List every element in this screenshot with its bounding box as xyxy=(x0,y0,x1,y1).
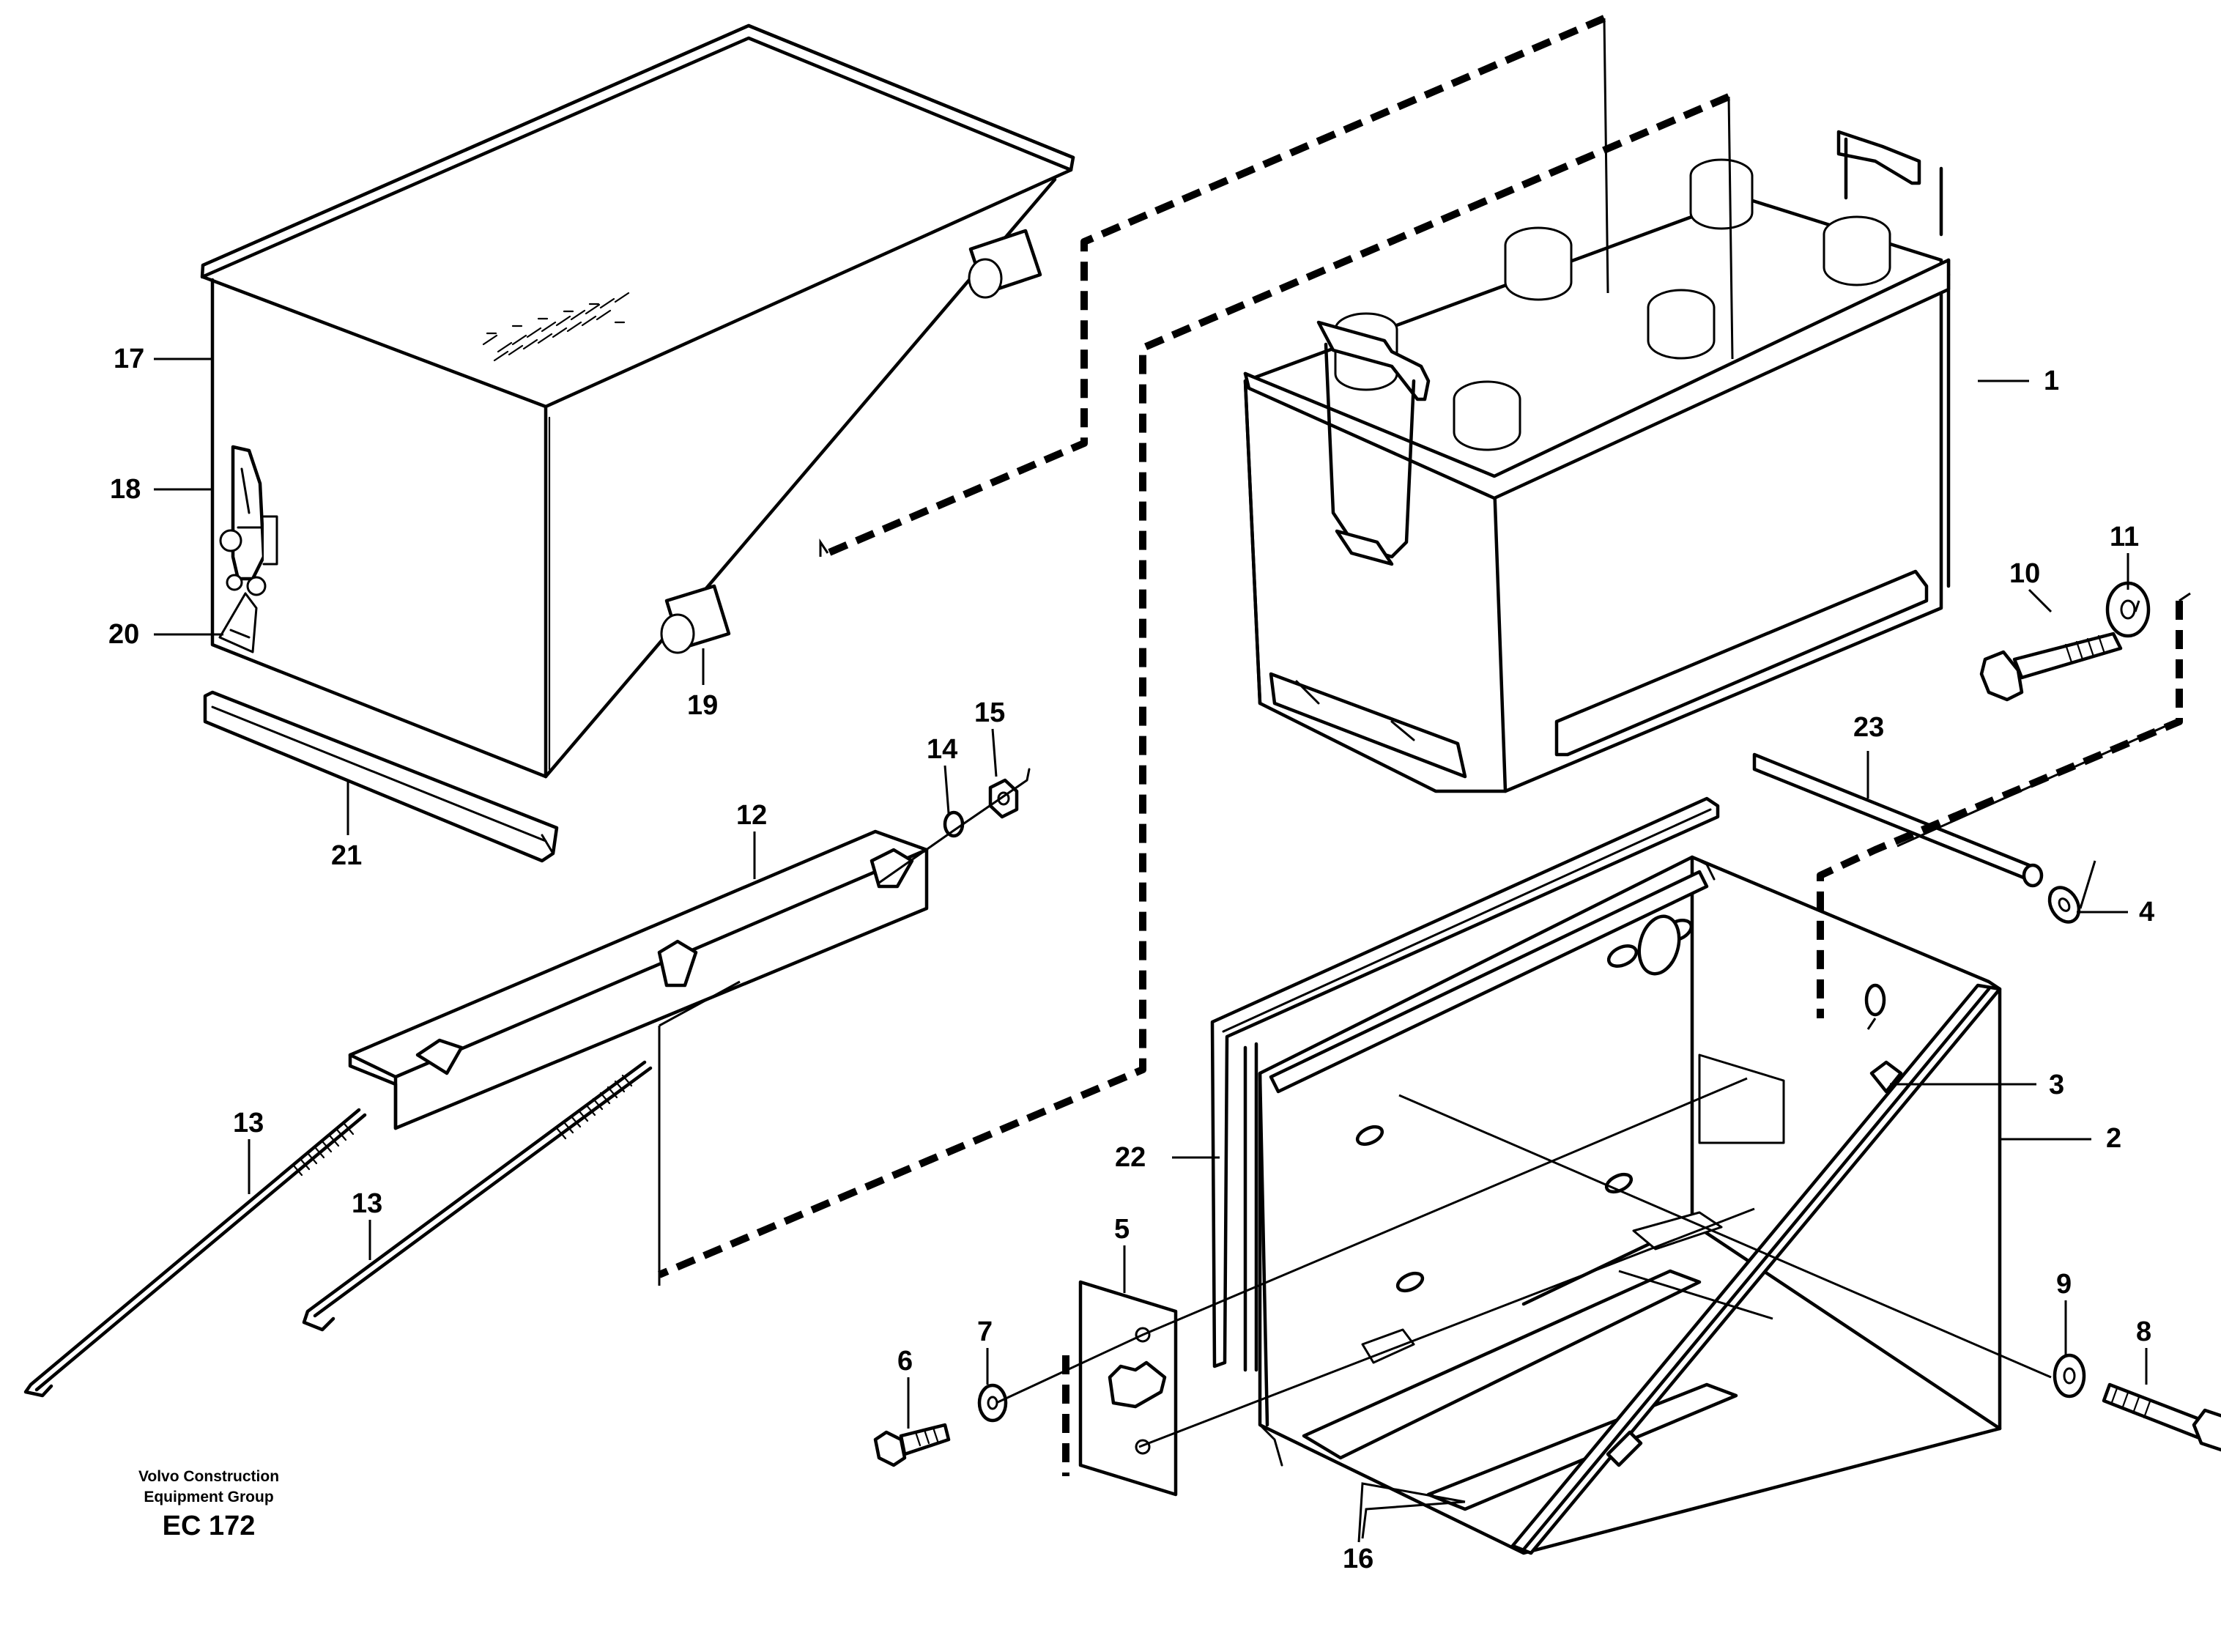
callout-4: 4 xyxy=(2139,897,2154,927)
battery-tray xyxy=(1258,855,2002,1555)
tray-strap-3 xyxy=(1510,983,2002,1555)
tray-gasket-22 xyxy=(1210,796,1720,1372)
callout-21: 21 xyxy=(331,840,362,871)
callout-17: 17 xyxy=(114,344,144,374)
callout-15: 15 xyxy=(974,697,1005,728)
washer-14 xyxy=(943,810,965,838)
lid-hinge-lower xyxy=(660,584,731,654)
tie-rod-13-left xyxy=(23,1108,367,1398)
callout-9: 9 xyxy=(2056,1269,2072,1300)
callout-7: 7 xyxy=(977,1316,993,1347)
assembly-lines xyxy=(658,15,2191,1476)
callout-2: 2 xyxy=(2106,1123,2121,1154)
callout-23: 23 xyxy=(1853,712,1884,743)
callout-22: 22 xyxy=(1115,1142,1146,1173)
bolt-8 xyxy=(2102,1382,2221,1452)
callout-14: 14 xyxy=(927,734,957,765)
footer-company-line2: Equipment Group xyxy=(144,1489,273,1505)
bolt-6 xyxy=(873,1423,951,1467)
nut-15 xyxy=(988,778,1019,819)
callout-3: 3 xyxy=(2049,1070,2064,1100)
callout-18: 18 xyxy=(110,474,141,505)
bolt-10 xyxy=(1979,631,2123,702)
clamp-bracket-12 xyxy=(348,829,929,1130)
footer-drawing-code: EC 172 xyxy=(163,1511,256,1541)
callout-19: 19 xyxy=(687,690,718,721)
callout-5: 5 xyxy=(1114,1214,1130,1245)
callout-6: 6 xyxy=(897,1346,913,1377)
washer-4 xyxy=(2047,886,2081,924)
callout-13-right: 13 xyxy=(352,1188,382,1219)
battery-box-lid xyxy=(200,23,1075,779)
callout-13-left: 13 xyxy=(233,1108,264,1138)
callout-8: 8 xyxy=(2136,1316,2151,1347)
washer-7 xyxy=(977,1383,1008,1423)
callout-10: 10 xyxy=(2009,558,2040,589)
washer-9 xyxy=(2053,1353,2086,1399)
callout-16: 16 xyxy=(1343,1544,1373,1574)
callout-leaders xyxy=(154,358,2148,1543)
lid-seal-strip xyxy=(203,690,559,863)
callout-12: 12 xyxy=(736,800,767,831)
washer-11 xyxy=(2105,581,2151,638)
mounting-plate-5 xyxy=(1078,1280,1178,1497)
lid-hinge-upper xyxy=(968,229,1042,299)
callout-1: 1 xyxy=(2044,366,2059,396)
battery-caps xyxy=(1334,158,1891,451)
footer-company-line1: Volvo Construction xyxy=(138,1468,279,1485)
tie-rod-13-right xyxy=(302,1060,653,1332)
callout-labels: 1 2 3 4 5 6 7 8 9 10 11 12 13 13 14 15 1… xyxy=(108,344,2154,1574)
lid-latch xyxy=(218,445,278,653)
rod-23 xyxy=(1752,752,2044,888)
footer-branding: Volvo Construction Equipment Group EC 17… xyxy=(138,1468,279,1541)
callout-11: 11 xyxy=(2110,522,2139,552)
battery-handles xyxy=(1316,130,1943,566)
battery xyxy=(1243,196,1951,793)
callout-20: 20 xyxy=(108,619,139,650)
